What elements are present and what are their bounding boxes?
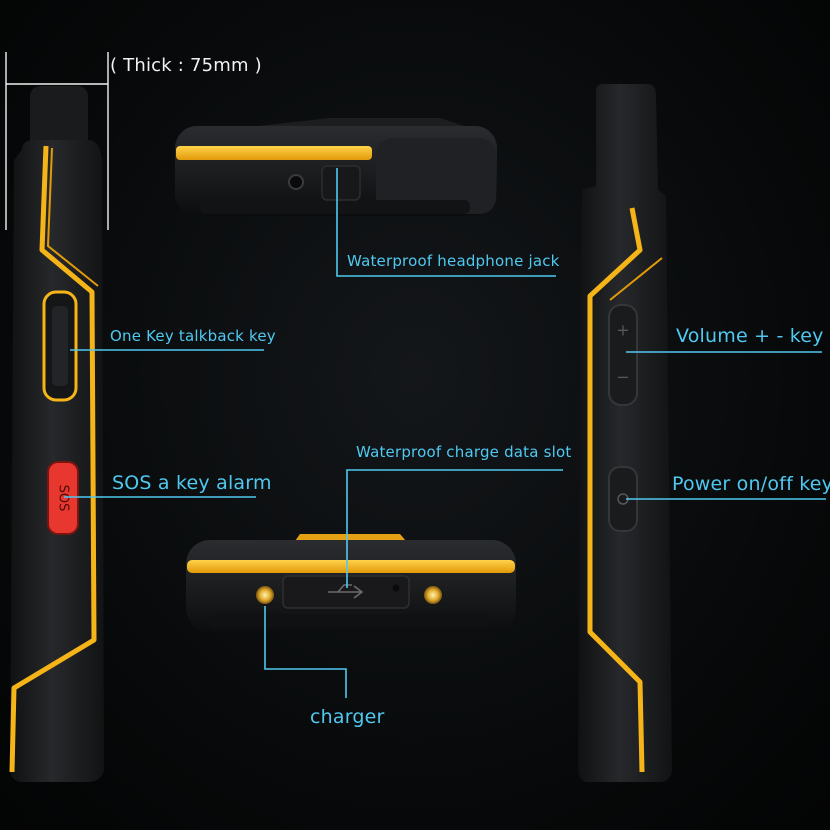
charger-label: charger <box>310 706 385 728</box>
right-yellow-trim <box>587 207 645 773</box>
thickness-dimension <box>5 52 109 230</box>
right-yellow-trim-inner <box>609 257 663 301</box>
top-view-right-shell <box>376 138 496 214</box>
charger-callout-line <box>264 606 347 698</box>
volume-minus-icon: − <box>616 368 629 387</box>
left-phone-body <box>10 140 104 782</box>
left-side-view: SOS <box>9 86 104 782</box>
power-key-label: Power on/off key <box>672 473 830 495</box>
microphone-hole <box>392 584 400 592</box>
top-view-yellow-band <box>176 146 372 160</box>
volume-key-label: Volume + - key <box>676 325 824 347</box>
right-side-view: + − <box>578 84 672 782</box>
left-yellow-trim-inner <box>46 147 99 287</box>
charger-pin-left <box>256 586 274 604</box>
headphone-callout-line <box>336 168 556 277</box>
sos-key-label: SOS a key alarm <box>112 472 272 494</box>
charger-pin-right <box>424 586 442 604</box>
left-yellow-trim <box>9 145 97 773</box>
talkback-key-label: One Key talkback key <box>110 327 276 345</box>
sos-button <box>47 461 79 535</box>
top-view-ridge <box>240 118 470 128</box>
headphone-jack <box>288 174 304 190</box>
bottom-view-base <box>210 614 492 628</box>
headphone-jack-cover <box>321 165 361 201</box>
sos-button-text: SOS <box>56 485 71 512</box>
volume-rocker <box>608 304 638 406</box>
thickness-label: ( Thick : 75mm ) <box>110 55 262 76</box>
bottom-view <box>186 534 516 632</box>
charge-data-slot-label: Waterproof charge data slot <box>356 443 572 461</box>
top-view <box>175 118 497 216</box>
bottom-view-yellow-band <box>187 560 515 573</box>
top-view-base <box>200 200 470 214</box>
volume-plus-icon: + <box>616 321 629 340</box>
usb-icon <box>328 584 364 599</box>
callout-lines <box>64 168 826 698</box>
right-phone-body <box>578 84 672 782</box>
charge-slot-callout-line <box>346 469 563 588</box>
headphone-jack-label: Waterproof headphone jack <box>347 252 560 270</box>
talkback-button-grip <box>52 306 68 386</box>
